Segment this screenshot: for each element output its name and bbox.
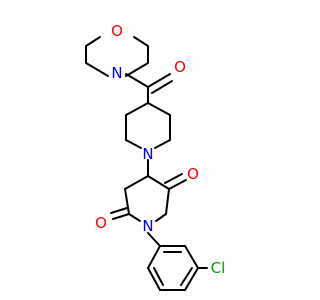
bond [147,175,170,190]
oxygen-atom-label: O [95,214,107,232]
bond [124,188,130,215]
bond [85,62,109,77]
bond [147,232,161,247]
nitrogen-atom-label: N [142,217,153,235]
atom-label-group: O N O N O N O Cl [95,22,225,277]
bond [128,213,141,222]
amide-group [125,73,173,104]
succinimide-ring [110,173,187,247]
bond [184,267,199,291]
bond [125,73,149,88]
nitrogen-atom-label: N [111,64,122,82]
bond [85,36,101,47]
morpholine-ring [85,36,149,77]
bond [147,73,171,88]
bond [180,267,193,286]
bond [112,213,130,220]
piperidine-ring [125,102,171,177]
bond [151,80,173,94]
bond [164,173,183,184]
molecule-canvas: O N O N O N O Cl [85,22,226,291]
oxygen-atom-label: O [111,22,123,40]
bond [154,139,171,149]
bond [125,62,149,77]
bond [147,245,161,269]
bond [155,213,167,222]
bond [184,245,199,269]
chlorine-atom-label: Cl [211,259,226,277]
bond [165,188,170,215]
bond [124,175,149,190]
bond [168,179,187,190]
oxygen-atom-label: O [187,165,199,183]
bond [125,102,149,116]
bond [110,207,128,214]
bond [153,267,164,286]
oxygen-atom-label: O [174,58,186,76]
chlorophenyl-ring [147,245,208,291]
structure-diagram: O N O N O N O Cl [85,22,225,291]
bond [133,36,149,47]
nitrogen-atom-label: N [142,145,153,163]
bond [147,102,171,116]
bond [147,267,161,291]
bond [125,139,142,149]
